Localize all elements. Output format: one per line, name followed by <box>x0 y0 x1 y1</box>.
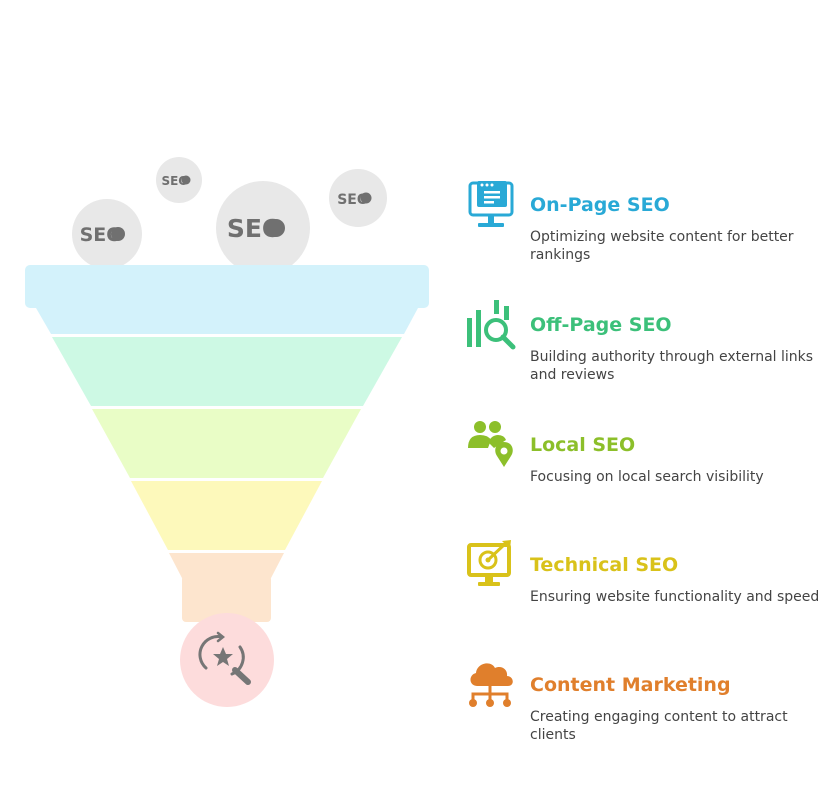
seo-bubble: SEO <box>72 199 142 269</box>
seo-bubble: SEO <box>329 169 387 227</box>
stage-title: Technical SEO <box>530 554 679 576</box>
people-location-pin-icon <box>468 421 513 467</box>
funnel-layer-off-page <box>52 337 402 406</box>
stage-description: Focusing on local search visibility <box>530 469 764 485</box>
svg-text:SEO: SEO <box>80 224 123 246</box>
cloud-network-icon <box>469 663 513 707</box>
search-star-refresh-icon <box>198 631 251 685</box>
stage-title: Off-Page SEO <box>530 314 672 336</box>
stage-description: Ensuring website functionality and speed <box>530 589 820 605</box>
stage-description: Creating engaging content to attract cli… <box>530 709 788 743</box>
website-monitor-icon <box>468 181 514 227</box>
funnel-layer-local <box>92 409 361 478</box>
funnel-layer-on-page <box>25 265 429 334</box>
stage-description: Optimizing website content for better ra… <box>530 229 794 263</box>
stage-title: Local SEO <box>530 434 636 456</box>
chart-magnifier-icon <box>467 300 516 350</box>
funnel-layer-technical <box>131 481 322 550</box>
monitor-target-icon <box>467 540 511 586</box>
stage-description: Building authority through external link… <box>530 349 814 383</box>
funnel-layer-content-marketing <box>169 553 284 622</box>
svg-text:SEO: SEO <box>161 174 188 188</box>
stage-title: Content Marketing <box>530 674 731 696</box>
seo-bubble: SEO <box>216 181 310 275</box>
stage-title: On-Page SEO <box>530 194 670 216</box>
seo-bubble: SEO <box>156 157 202 203</box>
